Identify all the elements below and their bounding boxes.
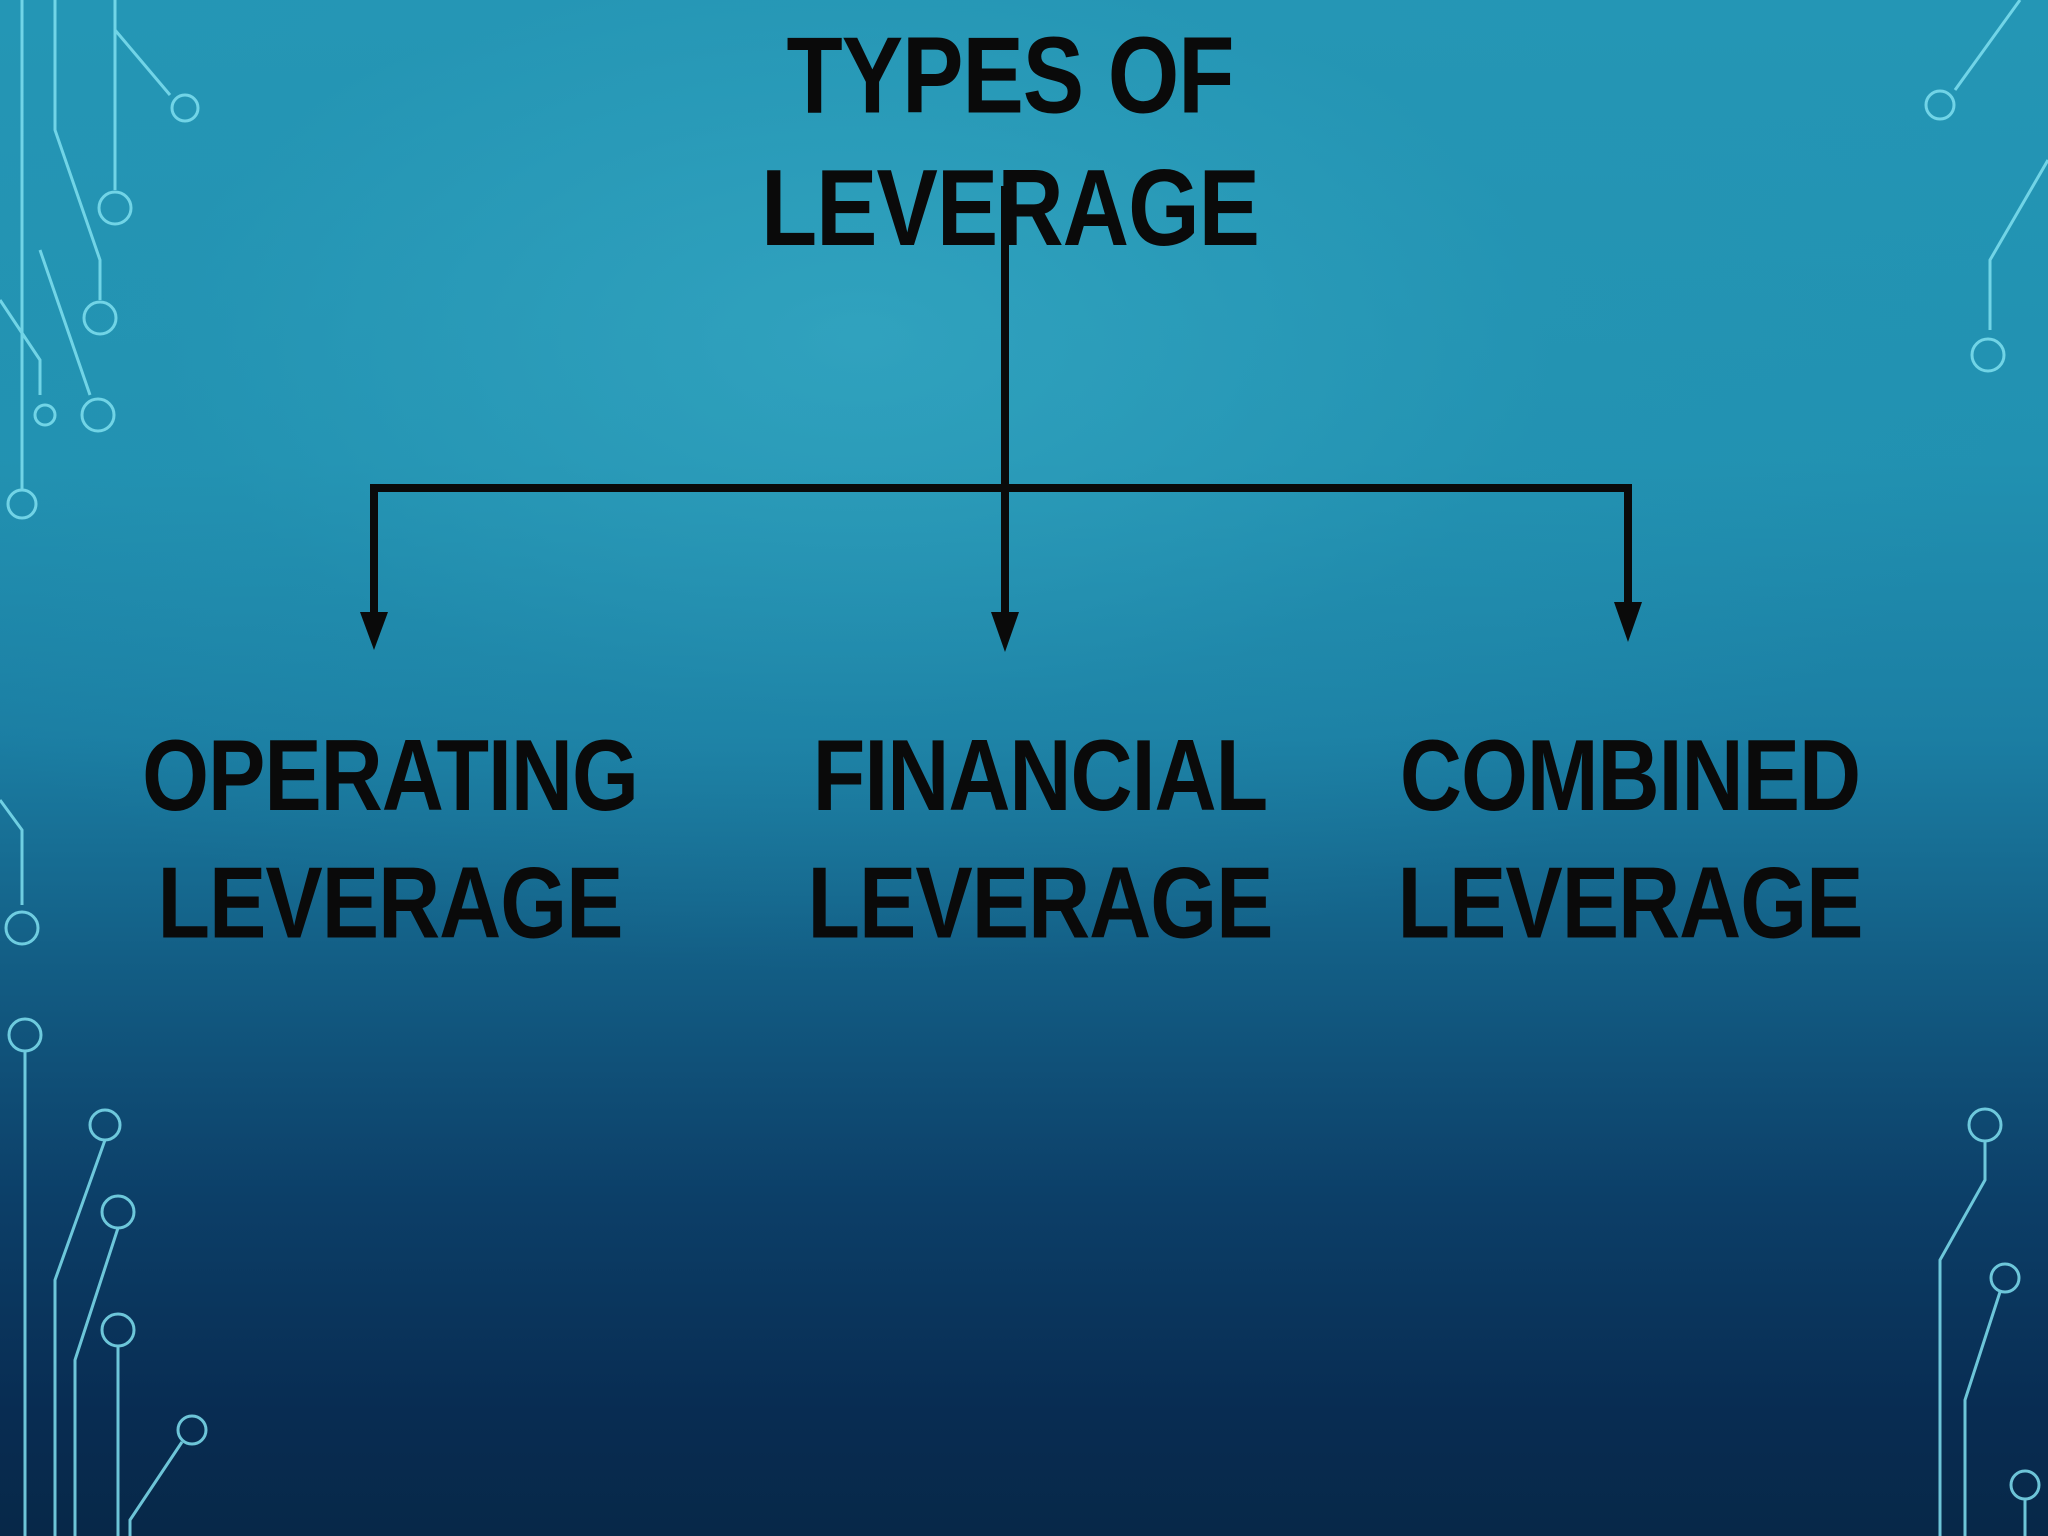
node-financial-leverage: FINANCIAL LEVERAGE	[770, 712, 1310, 967]
circuit-bottom-left	[7, 1017, 208, 1536]
circuit-top-left	[0, 0, 200, 520]
node-label-line-2: LEVERAGE	[807, 846, 1273, 960]
node-label-line-2: LEVERAGE	[1397, 846, 1863, 960]
node-label-line-1: OPERATING	[142, 719, 639, 833]
arrow-head-combined	[1614, 602, 1642, 642]
node-label-line-1: FINANCIAL	[812, 719, 1268, 833]
circuit-top-right	[1924, 0, 2048, 373]
circuit-bottom-right	[1938, 1107, 2041, 1536]
node-combined-leverage: COMBINED LEVERAGE	[1360, 712, 1900, 967]
root-node-title: TYPES OF LEVERAGE	[700, 10, 1320, 274]
node-operating-leverage: OPERATING LEVERAGE	[120, 712, 660, 967]
root-title-line-2: LEVERAGE	[760, 148, 1260, 269]
arrow-head-operating	[360, 612, 388, 650]
node-label-line-1: COMBINED	[1399, 719, 1861, 833]
circuit-mid-left	[0, 799, 40, 946]
root-title-line-1: TYPES OF	[786, 15, 1235, 137]
node-label-line-2: LEVERAGE	[157, 846, 623, 960]
arrow-head-financial	[991, 612, 1019, 652]
